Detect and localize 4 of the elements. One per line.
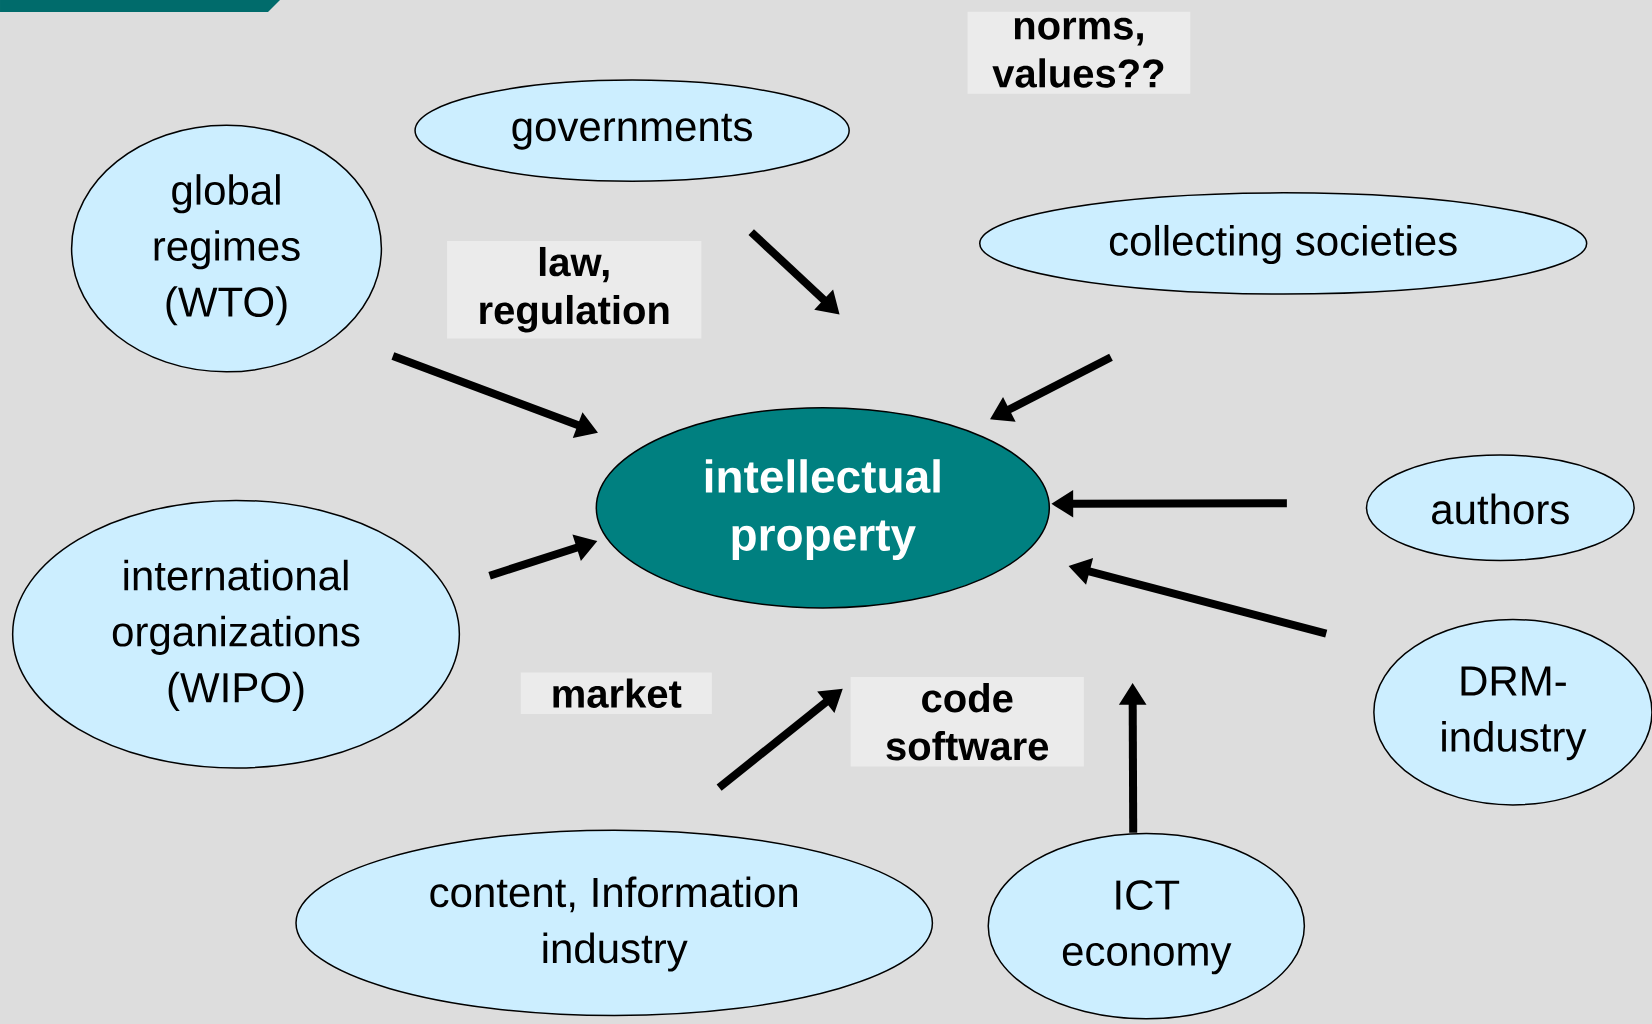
bold-label: law, regulation [447,240,702,339]
bold-label: code software [850,677,1084,767]
bold-label: market [520,672,712,714]
bold-label: norms, values?? [967,11,1191,94]
